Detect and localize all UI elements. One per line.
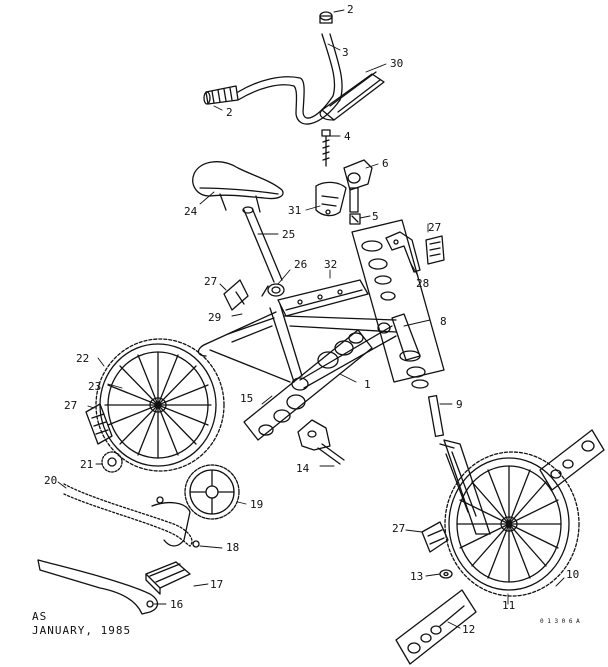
chain-guard-lower [151, 496, 200, 548]
callout-20: 20 [44, 474, 57, 487]
callout-31: 31 [288, 204, 301, 217]
number-plate [315, 181, 347, 217]
callout-16: 16 [170, 598, 183, 611]
seat-post [242, 206, 283, 283]
callout-9: 9 [456, 398, 463, 411]
pedal [145, 561, 191, 595]
callout-3: 3 [342, 46, 349, 59]
handlebar-stem [343, 159, 373, 213]
handlebar-grip [203, 85, 239, 105]
front-tire-tread [444, 451, 580, 597]
callout-27-seat: 27 [204, 275, 217, 288]
chain [63, 483, 193, 547]
leader-lines [57, 9, 565, 629]
drawing-code: 0 1 3 0 6 A [540, 618, 580, 625]
kickstand [297, 419, 345, 465]
callout-8: 8 [440, 315, 447, 328]
reflector-bracket [385, 231, 421, 273]
callout-27-rear: 27 [64, 399, 77, 412]
callout-17: 17 [210, 578, 223, 591]
rear-sprocket [101, 451, 123, 473]
stem-wedge [349, 213, 361, 225]
callout-2-top: 2 [347, 3, 354, 16]
callout-11: 11 [502, 599, 515, 612]
callout-23: 23 [88, 380, 101, 393]
handlebar-end-cap [319, 15, 333, 24]
callout-30: 30 [390, 57, 403, 70]
frame [197, 303, 421, 391]
footer-line-2: JANUARY, 1985 [32, 624, 132, 637]
callout-1: 1 [364, 378, 371, 391]
callout-27-top: 27 [428, 221, 441, 234]
callout-28: 28 [416, 277, 429, 290]
reflector-top-right [425, 235, 445, 265]
callout-6: 6 [382, 157, 389, 170]
chainwheel [184, 464, 240, 520]
callout-24: 24 [184, 205, 198, 218]
rear-tire-tread [95, 338, 225, 472]
axle-nut [439, 569, 453, 579]
callout-4: 4 [344, 130, 351, 143]
callout-29: 29 [208, 311, 221, 324]
stem-bolt [321, 129, 331, 167]
seat-clamp [261, 283, 285, 297]
chain-guard [277, 279, 369, 317]
front-wheel [448, 457, 570, 591]
rear-axle-parts [539, 429, 605, 491]
callout-13: 13 [410, 570, 423, 583]
callout-32: 32 [324, 258, 337, 271]
reflector-front-wheel [421, 521, 449, 553]
reflector-seat [223, 279, 249, 311]
front-axle-parts [395, 589, 477, 665]
callout-22: 22 [76, 352, 89, 365]
callout-19: 19 [250, 498, 263, 511]
callout-2-grip: 2 [226, 106, 233, 119]
callout-18: 18 [226, 541, 239, 554]
seat [192, 161, 284, 213]
handlebar [237, 33, 343, 125]
callout-27-front: 27 [392, 522, 405, 535]
callout-10: 10 [566, 568, 579, 581]
rear-wheel [99, 343, 217, 467]
handlebar-pad [319, 71, 385, 121]
callout-26: 26 [294, 258, 307, 271]
callout-5: 5 [372, 210, 379, 223]
guard-plate [37, 559, 159, 615]
callout-21: 21 [80, 458, 93, 471]
callout-25: 25 [282, 228, 295, 241]
bottom-bracket-parts [243, 329, 373, 441]
callout-12: 12 [462, 623, 475, 636]
callout-14: 14 [296, 462, 310, 475]
callout-labels: 2 3 30 2 4 6 24 31 5 27 25 28 27 26 32 2… [44, 3, 579, 636]
callout-15: 15 [240, 392, 253, 405]
footer-line-1: AS [32, 610, 48, 623]
headset-stack [351, 219, 445, 389]
